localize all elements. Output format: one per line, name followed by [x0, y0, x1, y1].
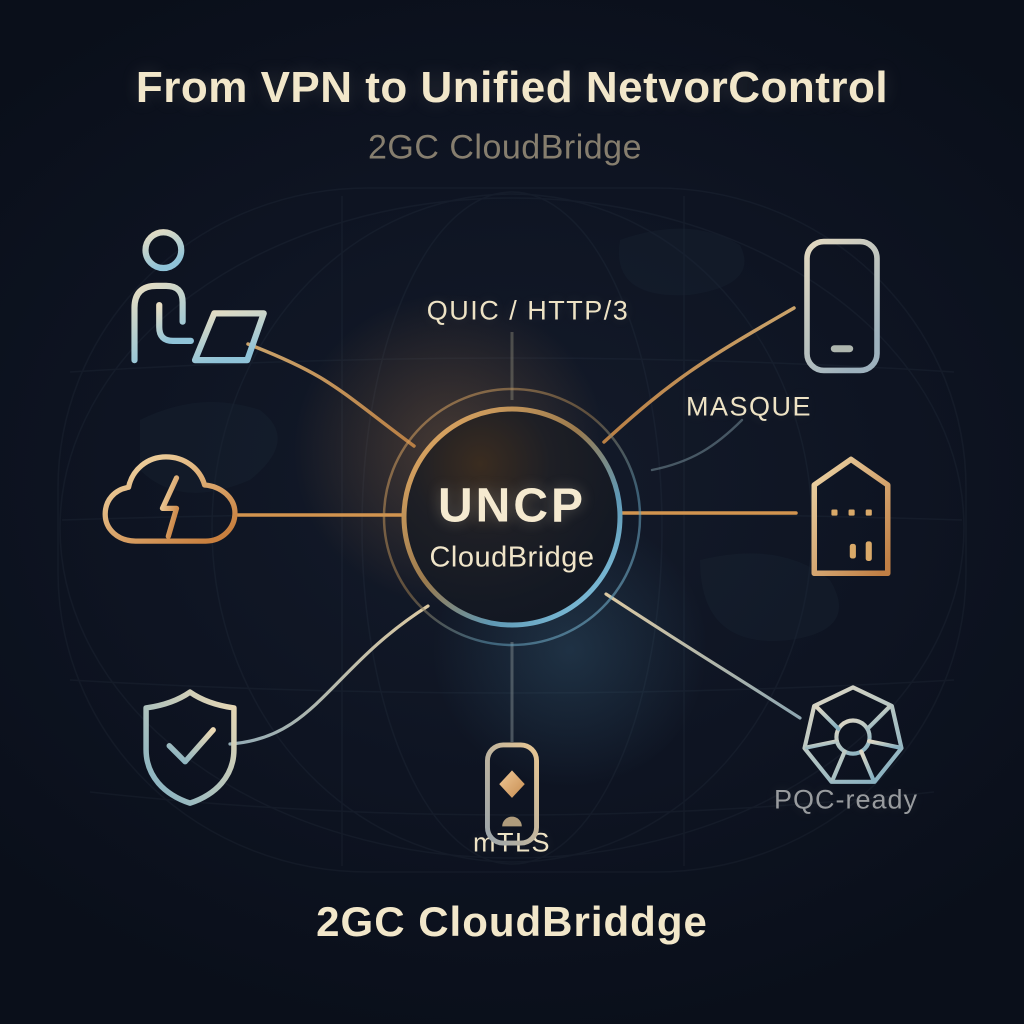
heptagon-wheel-icon — [802, 685, 904, 784]
page-title: From VPN to Unified NetvorControl — [135, 63, 889, 112]
cloud-arrow-icon — [102, 454, 238, 565]
connector-user-to-hub — [246, 342, 416, 448]
shield-check-icon — [143, 689, 237, 806]
footer-brand: 2GC CloudBriddge — [316, 898, 708, 945]
phone-badge-icon — [485, 742, 539, 846]
node-mobile-device — [800, 236, 884, 376]
edge-label-quic: QUIC / HTTP/3 — [426, 295, 630, 326]
hub-node — [382, 387, 642, 647]
hub-outer-ring — [382, 387, 642, 647]
connector-hub-to-phone — [602, 306, 796, 444]
phone-icon — [804, 238, 880, 374]
hub-ring — [401, 406, 623, 628]
node-office-building — [802, 448, 900, 577]
hub-title: UNCP — [437, 479, 587, 533]
page-subtitle: 2GC CloudBridge — [368, 128, 642, 167]
node-cloud-sync — [97, 445, 249, 567]
connector-shield-to-hub — [228, 604, 430, 746]
connector-hub-to-heptagon — [604, 592, 802, 720]
hub-subtitle: CloudBridge — [429, 541, 595, 574]
building-icon — [811, 456, 891, 577]
person-laptop-icon — [131, 229, 278, 364]
edge-label-masque: MASQUE — [685, 391, 813, 422]
node-security-shield — [128, 686, 252, 808]
masque-arc — [650, 418, 744, 472]
boundary-outline — [57, 187, 967, 873]
hub-fill — [406, 411, 618, 623]
edge-label-pqc: PQC-ready — [773, 784, 919, 815]
node-remote-user — [118, 228, 283, 364]
node-mtls-device — [477, 740, 547, 848]
node-pqc-network — [795, 678, 911, 792]
